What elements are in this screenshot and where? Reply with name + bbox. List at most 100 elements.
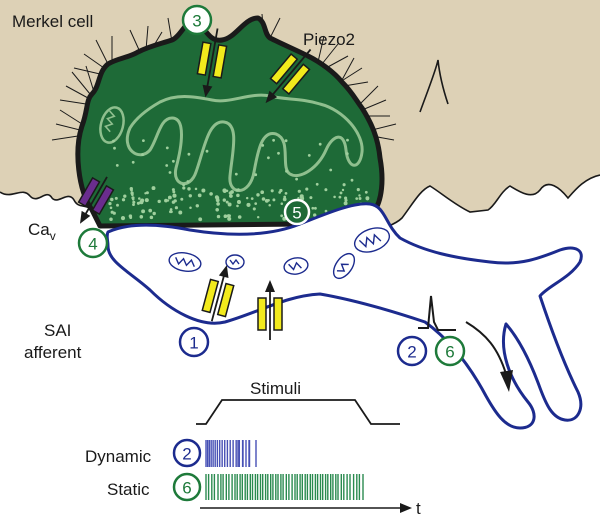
vesicle: [144, 198, 149, 203]
vesicle: [245, 196, 249, 200]
vesicle: [228, 191, 232, 195]
vesicle: [305, 187, 309, 191]
vesicle: [236, 204, 239, 208]
vesicle: [172, 159, 175, 163]
vesicle: [112, 139, 115, 143]
vesicle: [333, 195, 336, 199]
vesicle: [205, 149, 209, 153]
cav-label: Cav: [28, 220, 56, 243]
vesicle: [142, 139, 145, 143]
skin-contour-top-right: [419, 59, 449, 113]
vesicle: [187, 187, 191, 191]
vesicle: [282, 197, 287, 202]
static-label: Static: [107, 480, 150, 499]
vesicle: [168, 171, 172, 174]
vesicle: [109, 206, 113, 210]
piezo2-channel-merkel-left: [196, 28, 228, 98]
vesicle: [261, 144, 265, 147]
vesicle: [237, 200, 241, 204]
vesicle: [112, 211, 116, 215]
vesicle: [225, 200, 229, 204]
vesicle: [366, 197, 369, 201]
vesicle: [318, 142, 322, 146]
cav-label-sub: v: [50, 229, 56, 243]
vesicle: [272, 198, 276, 202]
skin-contour-left: [0, 191, 101, 223]
marker-1: 1: [178, 326, 210, 358]
action-potential-icon: [418, 295, 456, 331]
vesicle: [267, 156, 270, 160]
vesicle: [237, 215, 242, 219]
vesicle: [167, 196, 172, 200]
vesicle: [152, 211, 156, 216]
time-axis-label: t: [416, 499, 421, 518]
vesicle: [110, 197, 114, 202]
vesicle: [338, 195, 342, 199]
vesicle: [132, 203, 135, 207]
vesicle: [315, 182, 319, 186]
vesicle: [280, 214, 284, 218]
vesicle: [343, 201, 348, 206]
vesicle: [358, 197, 362, 200]
vesicle: [278, 191, 282, 194]
vesicle: [141, 209, 146, 214]
vesicle: [329, 168, 333, 172]
vesicle: [148, 208, 153, 213]
vesicle: [108, 201, 112, 206]
vesicle: [254, 202, 258, 205]
vesicle: [182, 186, 186, 190]
vesicle: [250, 197, 254, 200]
vesicle: [358, 194, 361, 197]
vesicle: [235, 188, 239, 192]
vesicle: [165, 146, 169, 150]
vesicle: [131, 160, 135, 164]
vesicle: [342, 183, 346, 187]
vesicle: [222, 188, 227, 193]
marker-4-label: 4: [88, 235, 97, 254]
sai-afferent-label-line2: afferent: [24, 343, 82, 362]
vesicle: [187, 152, 191, 156]
vesicle: [297, 189, 301, 193]
vesicle: [172, 190, 176, 194]
vesicle: [201, 188, 206, 193]
marker-1-label: 1: [189, 334, 198, 353]
vesicle: [174, 206, 178, 210]
vesicle: [209, 192, 213, 196]
vesicle: [121, 198, 126, 202]
vesicle: [189, 206, 192, 209]
marker-4: 4: [77, 227, 109, 259]
vesicle: [215, 208, 219, 212]
vesicle: [129, 216, 133, 220]
vesicle: [267, 199, 270, 202]
vesicle: [195, 204, 200, 208]
vesicle: [280, 202, 284, 205]
vesicle: [355, 197, 359, 200]
stimulus-trace: [196, 399, 400, 425]
sai-afferent-terminal: [105, 202, 583, 430]
marker-2: 2: [396, 335, 428, 367]
vesicle: [109, 217, 113, 222]
vesicle: [188, 194, 192, 198]
marker-5-label: 5: [292, 204, 301, 223]
piezo2-channel-afferent-left: [201, 265, 235, 322]
vesicle: [313, 206, 317, 210]
vesicle: [172, 193, 177, 198]
vesicle: [256, 215, 260, 219]
vesicle: [324, 209, 328, 213]
vesicle: [131, 198, 135, 201]
afferent-mitochondria: [168, 227, 391, 280]
marker-2-label: 2: [407, 343, 416, 362]
marker-6: 6: [434, 335, 466, 367]
propagation-arrow: [465, 321, 507, 375]
vesicle: [277, 151, 280, 155]
vesicle: [169, 210, 172, 214]
vesicle: [256, 193, 260, 197]
vesicle: [178, 210, 183, 215]
dense-core-vesicles: [108, 138, 371, 222]
vesicle: [215, 198, 220, 203]
piezo2-label: Piezo2: [303, 30, 355, 49]
vesicle: [234, 172, 238, 176]
vesicle: [186, 180, 190, 183]
propagation-arrowhead: [500, 370, 513, 392]
